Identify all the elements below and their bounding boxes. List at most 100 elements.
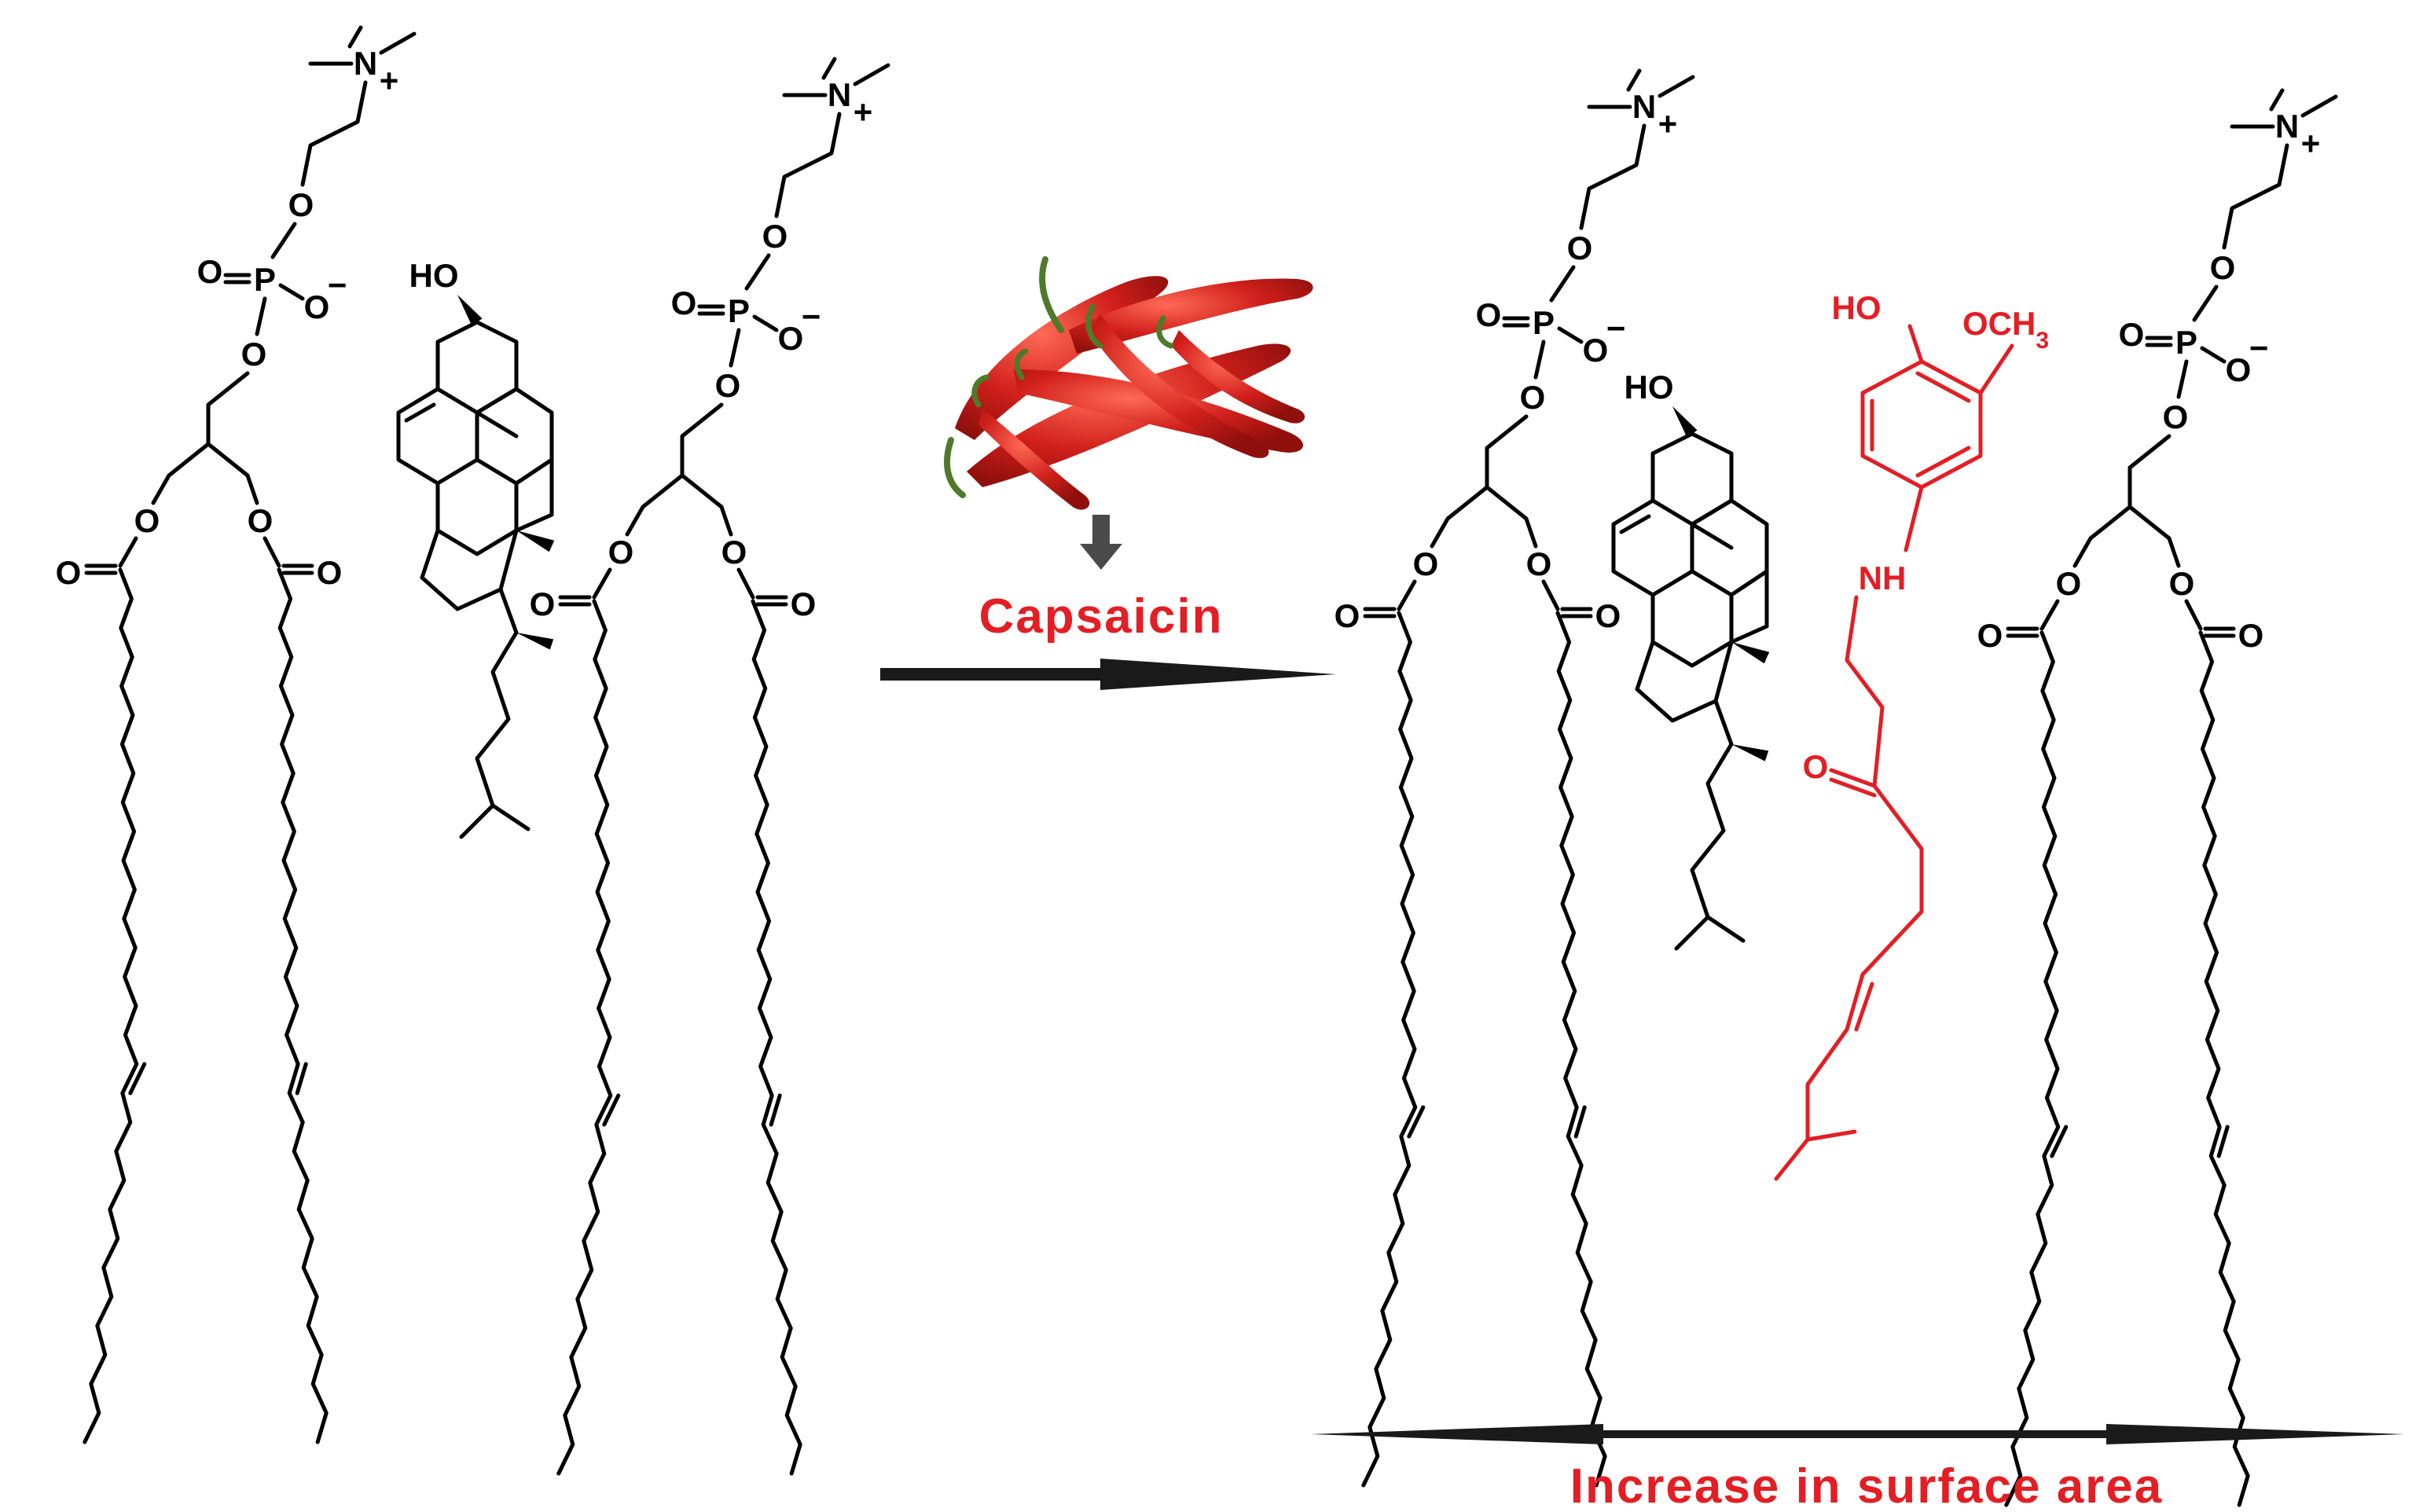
steroid-ring bbox=[1690, 498, 1769, 597]
glycerol-backbone bbox=[2072, 505, 2132, 568]
phosphate-bond bbox=[2176, 359, 2189, 399]
hydroxyl-group: HO bbox=[1625, 369, 1674, 406]
double-bond bbox=[128, 1062, 147, 1095]
fatty-acid-chain bbox=[83, 567, 139, 1444]
oxygen-atom: O bbox=[304, 288, 330, 325]
ester-bond bbox=[1397, 579, 1417, 611]
phosphate-bond bbox=[278, 283, 305, 301]
ester-bond bbox=[2039, 599, 2060, 631]
ester-bond bbox=[118, 536, 138, 568]
phosphate-bond bbox=[1549, 265, 1576, 303]
effect-label: Increase in surface area bbox=[1570, 1459, 2164, 1512]
phosphate-bond bbox=[729, 328, 741, 368]
wedge-bond bbox=[1731, 744, 1769, 762]
methyl-bond bbox=[821, 57, 837, 80]
phosphate-bond bbox=[744, 253, 771, 291]
ester-oxygen: O bbox=[248, 502, 274, 539]
capsaicin-bonds bbox=[1774, 324, 2014, 1181]
glycerol-backbone bbox=[2167, 536, 2181, 568]
phosphorus-atom: P bbox=[1533, 304, 1555, 341]
choline-linker bbox=[2222, 143, 2289, 250]
double-bond bbox=[1573, 1105, 1587, 1139]
carbonyl-bond bbox=[1829, 768, 1877, 788]
aromatic-ring bbox=[1860, 359, 1983, 490]
right-arrow-icon bbox=[880, 659, 1336, 690]
choline-linker bbox=[774, 112, 842, 218]
glycerol-backbone bbox=[245, 473, 259, 505]
fatty-acid-chain bbox=[556, 599, 613, 1476]
choline-linker bbox=[1579, 123, 1647, 230]
methyl-bond bbox=[1658, 75, 1695, 98]
methyl-bond bbox=[1690, 522, 1734, 550]
ester-oxygen: O bbox=[134, 502, 160, 539]
steroid-ring bbox=[396, 387, 479, 486]
methyl-bond bbox=[347, 25, 363, 49]
phosphate-bond bbox=[1533, 339, 1546, 380]
ring-bond bbox=[1904, 485, 1924, 552]
oxygen-atom: O bbox=[1520, 379, 1546, 416]
charge-plus: + bbox=[380, 62, 399, 99]
oxygen-atom: O bbox=[762, 218, 788, 255]
fatty-acid-chain bbox=[2198, 630, 2250, 1507]
oxygen-atom: O bbox=[1583, 332, 1609, 369]
nitrogen-atom: N bbox=[2275, 108, 2299, 145]
double-bond bbox=[1915, 371, 1971, 403]
double-bond bbox=[1915, 446, 1971, 478]
subscript: 3 bbox=[2036, 328, 2049, 354]
fatty-acid-chain bbox=[1361, 611, 1418, 1488]
double-bond bbox=[1407, 1105, 1426, 1139]
methyl-bond bbox=[2300, 94, 2338, 118]
ester-bond bbox=[1541, 579, 1560, 611]
charge-minus: − bbox=[1606, 310, 1626, 347]
charge-plus: + bbox=[2301, 125, 2321, 162]
carbonyl-bond bbox=[1829, 777, 1877, 798]
methyl-bond bbox=[1705, 915, 1746, 943]
steroid-ring bbox=[1650, 593, 1734, 668]
methyl-bond bbox=[2269, 88, 2285, 112]
steroid-ring bbox=[1611, 498, 1694, 597]
fatty-acid-chain bbox=[751, 599, 802, 1476]
oxygen-atom: O bbox=[241, 336, 267, 372]
ester-oxygen: O bbox=[1526, 545, 1552, 582]
glycerol-backbone bbox=[680, 402, 724, 509]
glycerol-backbone bbox=[206, 371, 250, 478]
wedge-bond bbox=[457, 295, 483, 326]
hydroxyl-group: HO bbox=[1832, 289, 1881, 326]
carbonyl-oxygen: O bbox=[530, 585, 556, 622]
carbonyl-oxygen: O bbox=[1595, 597, 1621, 634]
reagent-label: Capsaicin bbox=[979, 589, 1224, 644]
ester-oxygen: O bbox=[1413, 545, 1439, 582]
wedge-bond bbox=[1672, 406, 1698, 438]
charge-plus: + bbox=[854, 94, 873, 130]
wedge-bond bbox=[516, 633, 554, 650]
glycerol-backbone bbox=[1524, 516, 1538, 549]
phosphate-bond bbox=[752, 314, 779, 332]
steroid-ring bbox=[420, 528, 519, 611]
alkyl-tail bbox=[1674, 699, 1734, 951]
glycerol-backbone bbox=[719, 505, 733, 537]
ester-bond bbox=[592, 567, 612, 600]
steroid-ring bbox=[1729, 569, 1769, 644]
double-bond bbox=[1619, 514, 1651, 534]
phosphorus-atom: P bbox=[728, 292, 750, 329]
glycerol-backbone bbox=[625, 473, 685, 537]
carbonyl-oxygen: O bbox=[1334, 597, 1360, 634]
oxygen-atom: O bbox=[1567, 229, 1593, 266]
down-arrow-icon bbox=[1080, 515, 1122, 570]
double-headed-arrow-icon bbox=[1311, 1424, 2405, 1444]
oxygen-atom: O bbox=[2119, 316, 2145, 353]
double-bond bbox=[295, 1062, 308, 1095]
wedge-bond bbox=[1731, 642, 1770, 664]
glycerol-backbone bbox=[151, 442, 211, 505]
ester-oxygen: O bbox=[2056, 565, 2082, 602]
oxygen-atom: O bbox=[778, 320, 804, 357]
phosphate-bond bbox=[255, 296, 267, 336]
phosphate-bond bbox=[270, 222, 297, 259]
methoxy-group: OCH3 bbox=[1962, 305, 2049, 354]
nitrogen-atom: N bbox=[1632, 88, 1656, 125]
steroid-ring bbox=[435, 320, 519, 415]
methyl-bond bbox=[490, 803, 530, 831]
steroid-ring bbox=[435, 481, 519, 556]
glycerol-backbone bbox=[1430, 485, 1489, 549]
